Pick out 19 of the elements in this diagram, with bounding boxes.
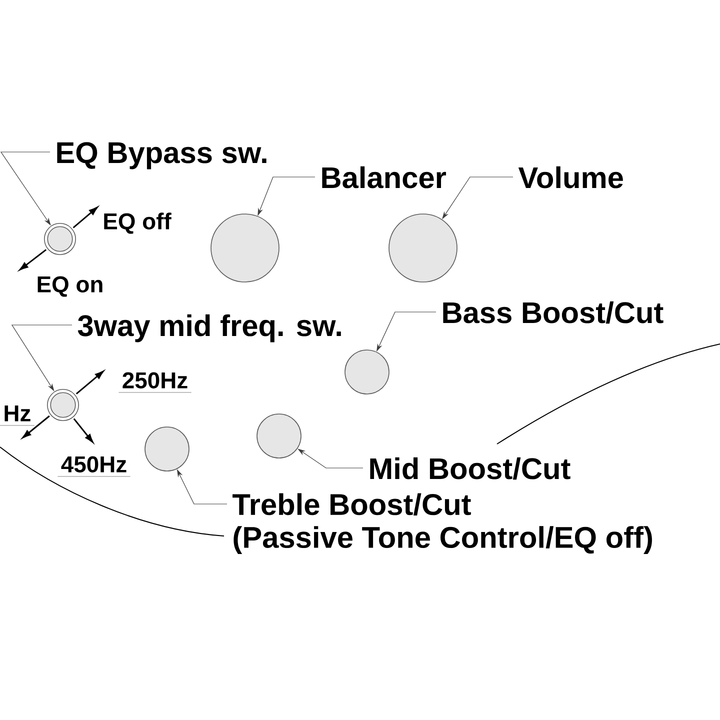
frequency-label: Hz (0, 406, 35, 426)
callout-label: Balancer (322, 166, 446, 188)
callout-label: Bass Boost/Cut (443, 301, 664, 324)
position-label: EQ off (104, 212, 172, 234)
knob (256, 414, 302, 458)
frequency-label: 450Hz (57, 456, 131, 477)
frequency-label: 250Hz (118, 372, 192, 393)
knob (210, 214, 280, 282)
position-label: EQ on (38, 276, 102, 297)
callout-label: Mid Boost/Cut (370, 457, 570, 480)
callout-label: Treble Boost/Cut (Passive Tone Control/EQ off) (232, 493, 652, 554)
knob (388, 214, 458, 282)
callout-label: Volume (518, 166, 623, 188)
callout-label: EQ Bypass sw. (57, 142, 266, 170)
knob (344, 350, 390, 394)
callout-label: 3way mid freq. sw. (78, 314, 341, 342)
toggle-switch (44, 223, 76, 255)
toggle-switch (47, 389, 79, 421)
knob (144, 426, 190, 472)
